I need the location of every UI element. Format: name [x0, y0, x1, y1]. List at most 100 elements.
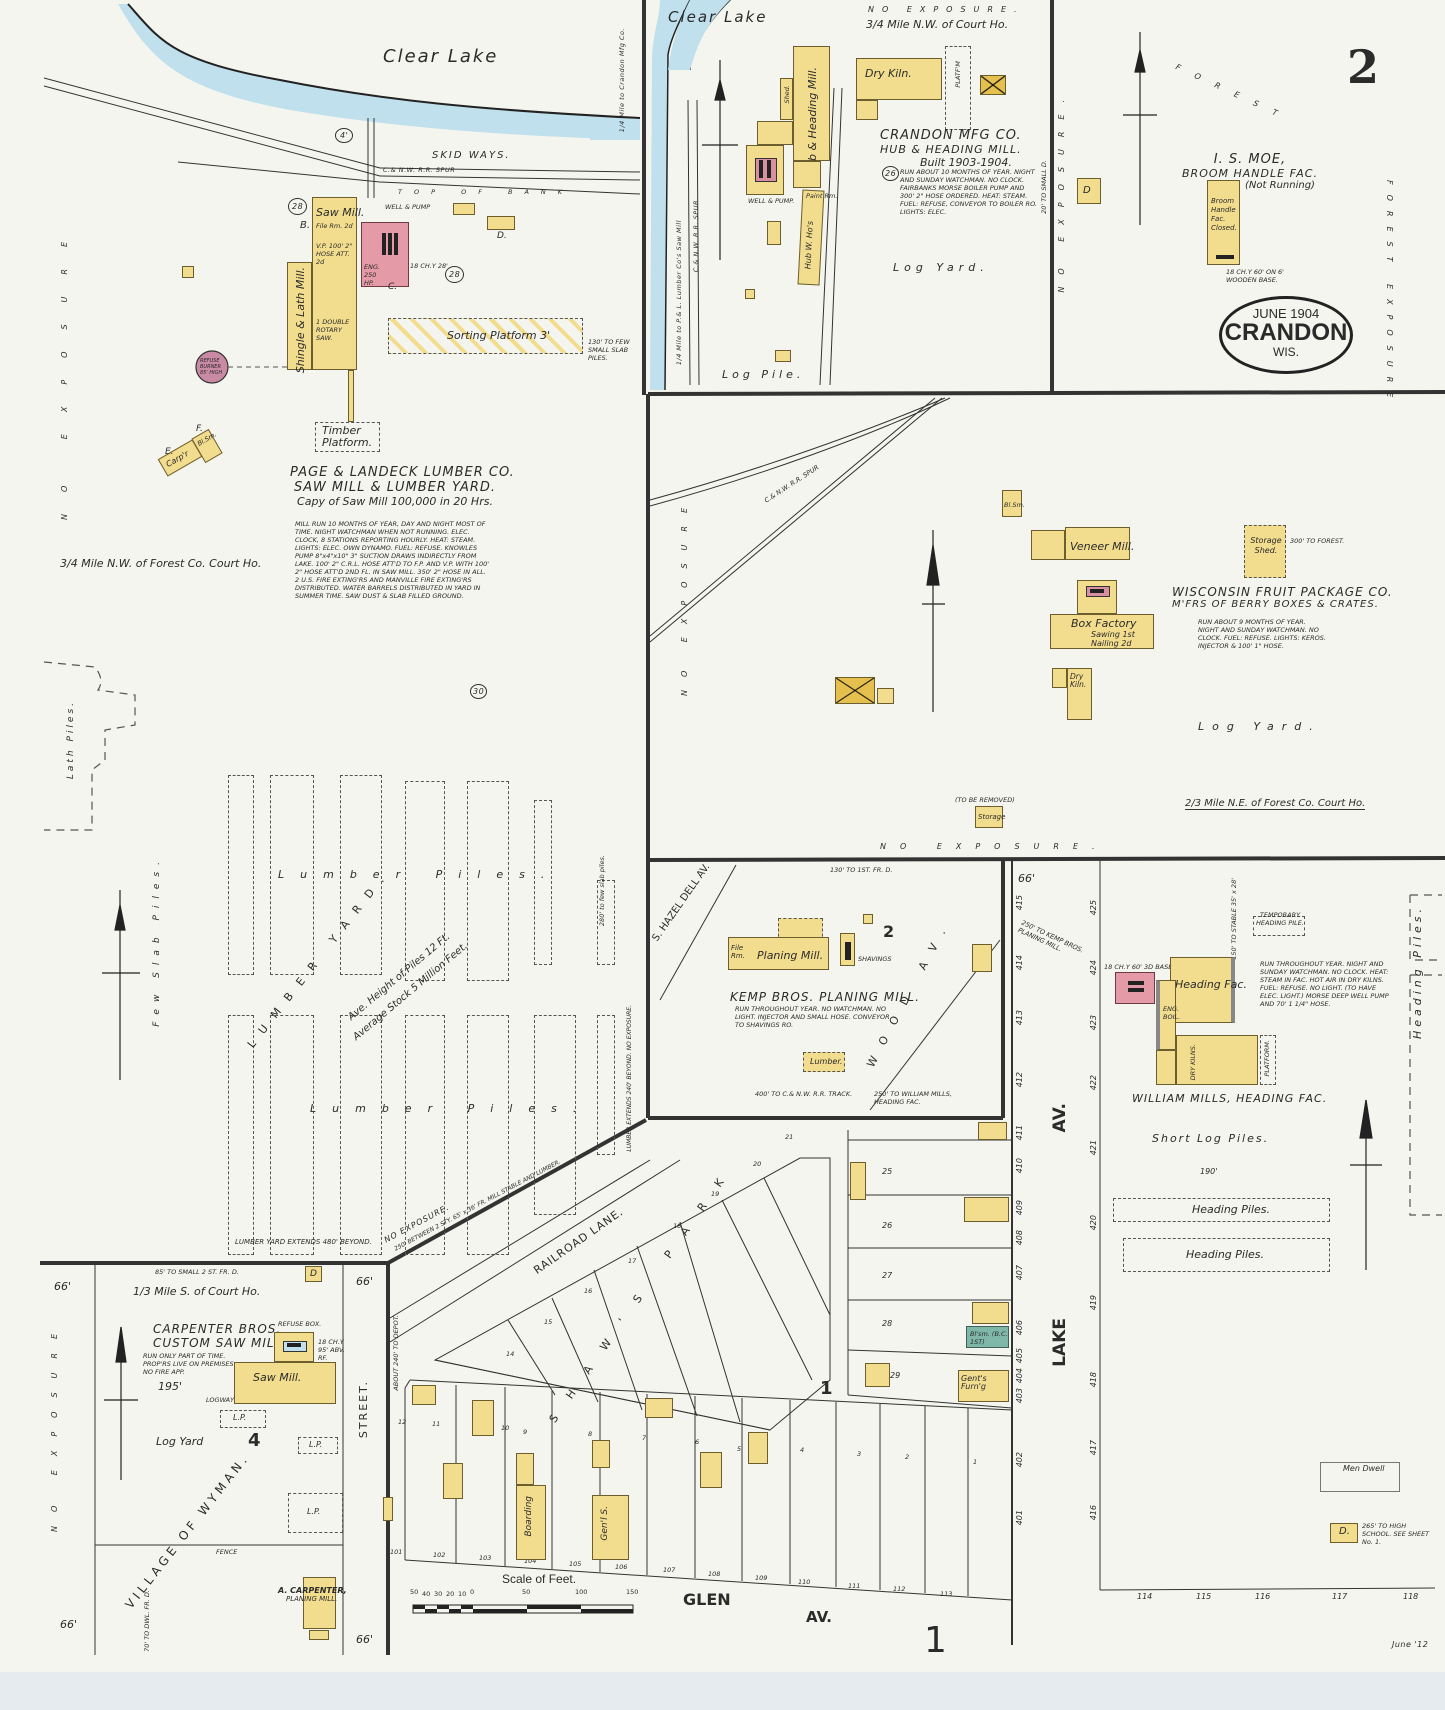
page-landeck-title: PAGE & LANDECK LUMBER CO.	[290, 465, 515, 480]
refuse-burner-label: REFUSE BURNER 85' HIGH	[200, 358, 223, 376]
clear-lake-label: Clear Lake	[383, 46, 499, 67]
kemp-small	[863, 914, 873, 924]
fruit-small-a	[877, 688, 894, 704]
block1-dwelling-6	[700, 1452, 722, 1488]
skid-ways-label: SKID WAYS.	[432, 150, 511, 161]
crandon-legend: CRANDON MFG CO. HUB & HEADING MILL. Buil…	[880, 128, 1022, 169]
boiler-label-c: C.	[388, 282, 398, 292]
depot-note: ABOUT 240' TO DEPOT.	[392, 1315, 400, 1391]
crandon-small-3	[775, 350, 791, 362]
kemp-to-track-note: 400' TO C.& N.W. R.R. TRACK.	[755, 1090, 853, 1098]
mills-fan	[1156, 1050, 1176, 1085]
blacksmith-stone: Bl'sm. (B.C. 1ST)	[966, 1326, 1009, 1348]
carpenter-location: 1/3 Mile S. of Court Ho.	[133, 1285, 261, 1298]
page-landeck-legend: PAGE & LANDECK LUMBER CO. SAW MILL & LUM…	[290, 465, 515, 508]
box-factory: Box Factory Sawing 1st Nailing 2d	[1050, 614, 1154, 649]
mills-dwelling-d: D.	[1330, 1523, 1358, 1543]
bldg-f-label: F.	[196, 424, 203, 434]
heading-piles-2: Heading Piles.	[1123, 1238, 1330, 1272]
clear-lake-label-2: Clear Lake	[668, 8, 768, 26]
crandon-eng-small	[856, 100, 878, 120]
scale-title: Scale of Feet.	[502, 1572, 577, 1586]
corner-note: June '12	[1392, 1640, 1429, 1649]
mills-to-stable: 150' TO STABLE 35' x 28'	[1230, 878, 1238, 960]
fruit-storage-g: Storage	[975, 806, 1005, 828]
mills-dry-kilns: DRY KILNS.	[1176, 1035, 1258, 1085]
circle-label-4: 4'	[335, 128, 354, 143]
carpenter-refuse: REFUSE BOX.	[278, 1320, 322, 1328]
lake-av-label: AV.	[1050, 1103, 1070, 1133]
boarding-house: Boarding	[516, 1485, 546, 1560]
carpenter-log-yard: Log Yard	[156, 1435, 204, 1448]
veneer-mill: Veneer Mill.	[1065, 527, 1134, 560]
saw-mill-building: Saw Mill. File Rm. 2d V.P. 100' 2" HOSE …	[312, 197, 364, 370]
fruit-legend: WISCONSIN FRUIT PACKAGE CO. M'FRS OF BER…	[1172, 585, 1393, 610]
crandon-boiler	[746, 145, 784, 195]
wood-dwelling-29	[865, 1363, 890, 1387]
crandon-engine	[757, 121, 793, 145]
boiler-house: ENG. 250 HP.	[361, 222, 409, 287]
crandon-platform: PLATF'M	[945, 46, 971, 130]
page-landeck-notes: MILL RUN 10 MONTHS OF YEAR, DAY AND NIGH…	[295, 520, 490, 600]
mills-title: WILLIAM MILLS, HEADING FAC.	[1132, 1092, 1328, 1105]
moe-no-exposure: NO EXPOSURE.	[1057, 88, 1066, 293]
small-bldg-west	[182, 266, 194, 278]
cartouche-date: JUNE 1904	[1252, 306, 1320, 321]
fruit-notes: RUN ABOUT 9 MONTHS OF YEAR. NIGHT AND SU…	[1198, 618, 1326, 650]
block1-dwelling-12	[383, 1497, 393, 1521]
bldg-e-label: E.	[165, 447, 174, 457]
lake-label: LAKE	[1050, 1318, 1070, 1367]
bldg-b-label: B.	[300, 220, 311, 231]
gents-furnishing: Gent's Furn'g	[958, 1370, 1009, 1402]
to-forest-note: 300' TO FOREST.	[1290, 537, 1345, 545]
page-landeck-location: 3/4 Mile N.W. of Forest Co. Court Ho.	[60, 557, 262, 570]
crandon-storage	[793, 161, 821, 188]
lumber-extends-right: LUMBER EXTENDS 240' BEYOND. NO EXPOSURE.	[626, 1005, 633, 1152]
carpenter-width-66b: 66'	[60, 1618, 78, 1631]
title-cartouche: JUNE 1904 CRANDON WIS.	[1219, 296, 1353, 374]
glen-av-label: AV.	[806, 1608, 832, 1626]
wood-dwelling-28	[972, 1302, 1009, 1324]
wood-dwelling-27	[978, 1122, 1007, 1140]
lake-ave-width: 66'	[1018, 872, 1036, 885]
slab-piles-note: 280' to few slab piles.	[598, 855, 606, 927]
cartouche-town: CRANDON	[1224, 319, 1348, 346]
hub-heading-mill: Hub & Heading Mill.	[793, 46, 830, 176]
moe-forest-exposure: FOREST EXPOSURE	[1385, 180, 1394, 408]
men-dwelling: Men Dwell	[1320, 1462, 1400, 1492]
crandon-spur-label: C.& N.W. R.R. SPUR	[692, 200, 700, 273]
moe-small-d: 20' TO SMALL D.	[1040, 160, 1048, 214]
broom-handle-fac: Broom Handle Fac. Closed.	[1207, 180, 1240, 265]
heading-factory: Heading Fac.	[1170, 957, 1247, 1023]
fruit-dry-kiln: Dry Kiln.	[1067, 668, 1092, 720]
mills-notes: RUN THROUGHOUT YEAR. NIGHT AND SUNDAY WA…	[1260, 960, 1389, 1008]
moe-dwelling-a: D	[1077, 178, 1101, 204]
kemp-title: KEMP BROS. PLANING MILL.	[730, 990, 920, 1004]
map-linework	[40, 0, 1445, 1655]
heading-piles-right: Heading Piles.	[1411, 905, 1424, 1040]
fruit-box-shop	[1031, 530, 1065, 560]
wood-dwelling-26	[964, 1197, 1009, 1222]
to-crandon-mfg-label: 1/4 Mile to Crandon Mfg Co.	[618, 28, 626, 133]
lumber-extends-note: LUMBER YARD EXTENDS 480' BEYOND.	[235, 1238, 372, 1246]
kemp-to-fr-note: 130' TO 1ST. FR. D.	[830, 866, 893, 874]
clear-lake-shore-left	[118, 4, 640, 140]
moe-chimney: 18 CH.Y 60' ON 6' WOODEN BASE.	[1226, 268, 1284, 284]
map-sheet: 2 JUNE 1904 CRANDON WIS. June '12 Clear …	[0, 0, 1445, 1672]
block-1-label: 1	[820, 1378, 833, 1399]
carpenter-saw-mill: Saw Mill.	[234, 1362, 336, 1404]
sheet-number: 2	[1347, 40, 1380, 94]
fruit-log-yard: Log Yard.	[1198, 720, 1321, 733]
block1-barn-12	[412, 1385, 436, 1405]
carpenter-eng-boil	[274, 1332, 314, 1362]
crandon-log-yard: Log Yard.	[893, 261, 989, 274]
short-log-piles: Short Log Piles.	[1152, 1132, 1270, 1145]
cartouche-state: WIS.	[1273, 345, 1299, 359]
street-label: STREET.	[357, 1380, 370, 1439]
crandon-log-pile: Log Pile.	[722, 368, 805, 381]
boarding-rear	[516, 1453, 534, 1485]
carpenter-planing-mill	[303, 1577, 336, 1629]
crandon-small-1	[767, 221, 781, 245]
circle-label-26: 26	[882, 166, 900, 181]
lumber-piles-label-1: Lumber Piles.	[278, 868, 561, 881]
